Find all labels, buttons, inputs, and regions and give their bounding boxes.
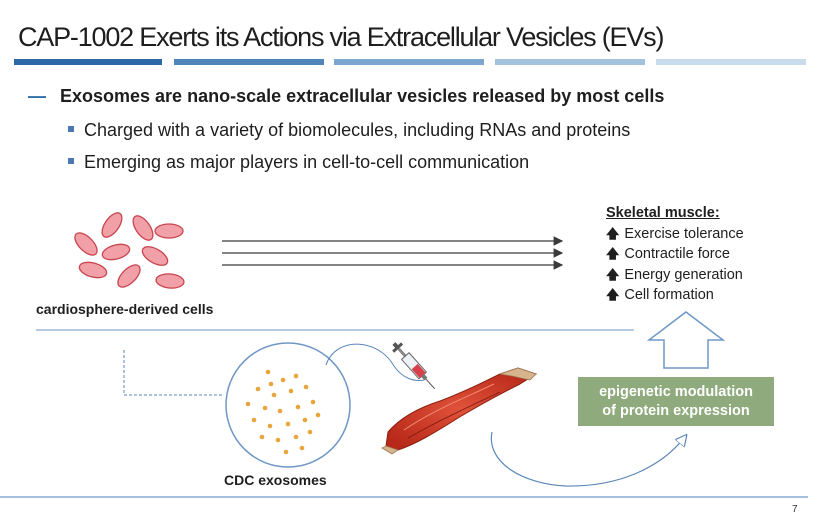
- skeletal-muscle-box: Skeletal muscle: 🡅Exercise tolerance 🡅Co…: [606, 204, 744, 306]
- cell: [117, 264, 141, 288]
- up-arrow-icon: 🡅: [606, 266, 620, 282]
- epigenetic-box: epigenetic modulation of protein express…: [578, 377, 774, 426]
- header-bar-4: [495, 59, 645, 65]
- header-bar-5: [656, 59, 806, 65]
- page-number: 7: [792, 504, 798, 515]
- square-bullet-icon: [68, 158, 74, 164]
- exosomes-label: CDC exosomes: [224, 472, 327, 488]
- dashed-connector: [123, 350, 222, 396]
- muscle-item: 🡅Energy generation: [606, 266, 743, 283]
- up-arrow-icon: 🡅: [606, 287, 620, 302]
- syringe-icon: [392, 342, 436, 390]
- cell: [132, 215, 154, 241]
- cell: [155, 273, 185, 289]
- sub-bullet-2: Emerging as major players in cell-to-cel…: [68, 152, 529, 173]
- cell-cluster: [74, 212, 185, 289]
- exosome-circle: [225, 342, 351, 468]
- muscle-item: 🡅Cell formation: [606, 287, 714, 303]
- muscle-item: 🡅Exercise tolerance: [606, 225, 744, 242]
- up-arrow-icon: 🡅: [606, 246, 620, 261]
- muscle-item: 🡅Contractile force: [606, 246, 730, 262]
- skeletal-muscle-header: Skeletal muscle:: [606, 205, 720, 221]
- slide-title: CAP-1002 Exerts its Actions via Extracel…: [18, 22, 664, 52]
- cell: [154, 223, 184, 239]
- header-bar-2: [174, 59, 324, 65]
- up-arrow-icon: [646, 311, 726, 369]
- sub-bullet-text-2: Emerging as major players in cell-to-cel…: [84, 152, 530, 172]
- square-bullet-icon: [68, 126, 74, 132]
- exosome-dots: [245, 369, 321, 455]
- header-bar-3: [334, 59, 484, 65]
- epigenetic-line-1: epigenetic modulation: [599, 383, 753, 400]
- dash-marker: —: [28, 86, 46, 106]
- cells-label: cardiosphere-derived cells: [36, 301, 214, 317]
- sub-bullet-1: Charged with a variety of biomolecules, …: [68, 120, 630, 141]
- cell: [101, 212, 123, 238]
- curved-arrow: [490, 431, 684, 487]
- muscle-icon: [381, 367, 538, 455]
- up-arrow-icon: 🡅: [606, 225, 620, 241]
- cell: [101, 243, 131, 261]
- cell: [78, 261, 108, 279]
- cell: [141, 246, 169, 266]
- main-bullet: — Exosomes are nano-scale extracellular v…: [28, 86, 664, 107]
- epigenetic-line-2: of protein expression: [602, 402, 750, 419]
- main-bullet-text: Exosomes are nano-scale extracellular ve…: [60, 86, 665, 106]
- header-bar-1: [14, 59, 162, 65]
- sub-bullet-text-1: Charged with a variety of biomolecules, …: [84, 120, 631, 140]
- curve-connector: [325, 343, 425, 381]
- cell: [74, 232, 98, 256]
